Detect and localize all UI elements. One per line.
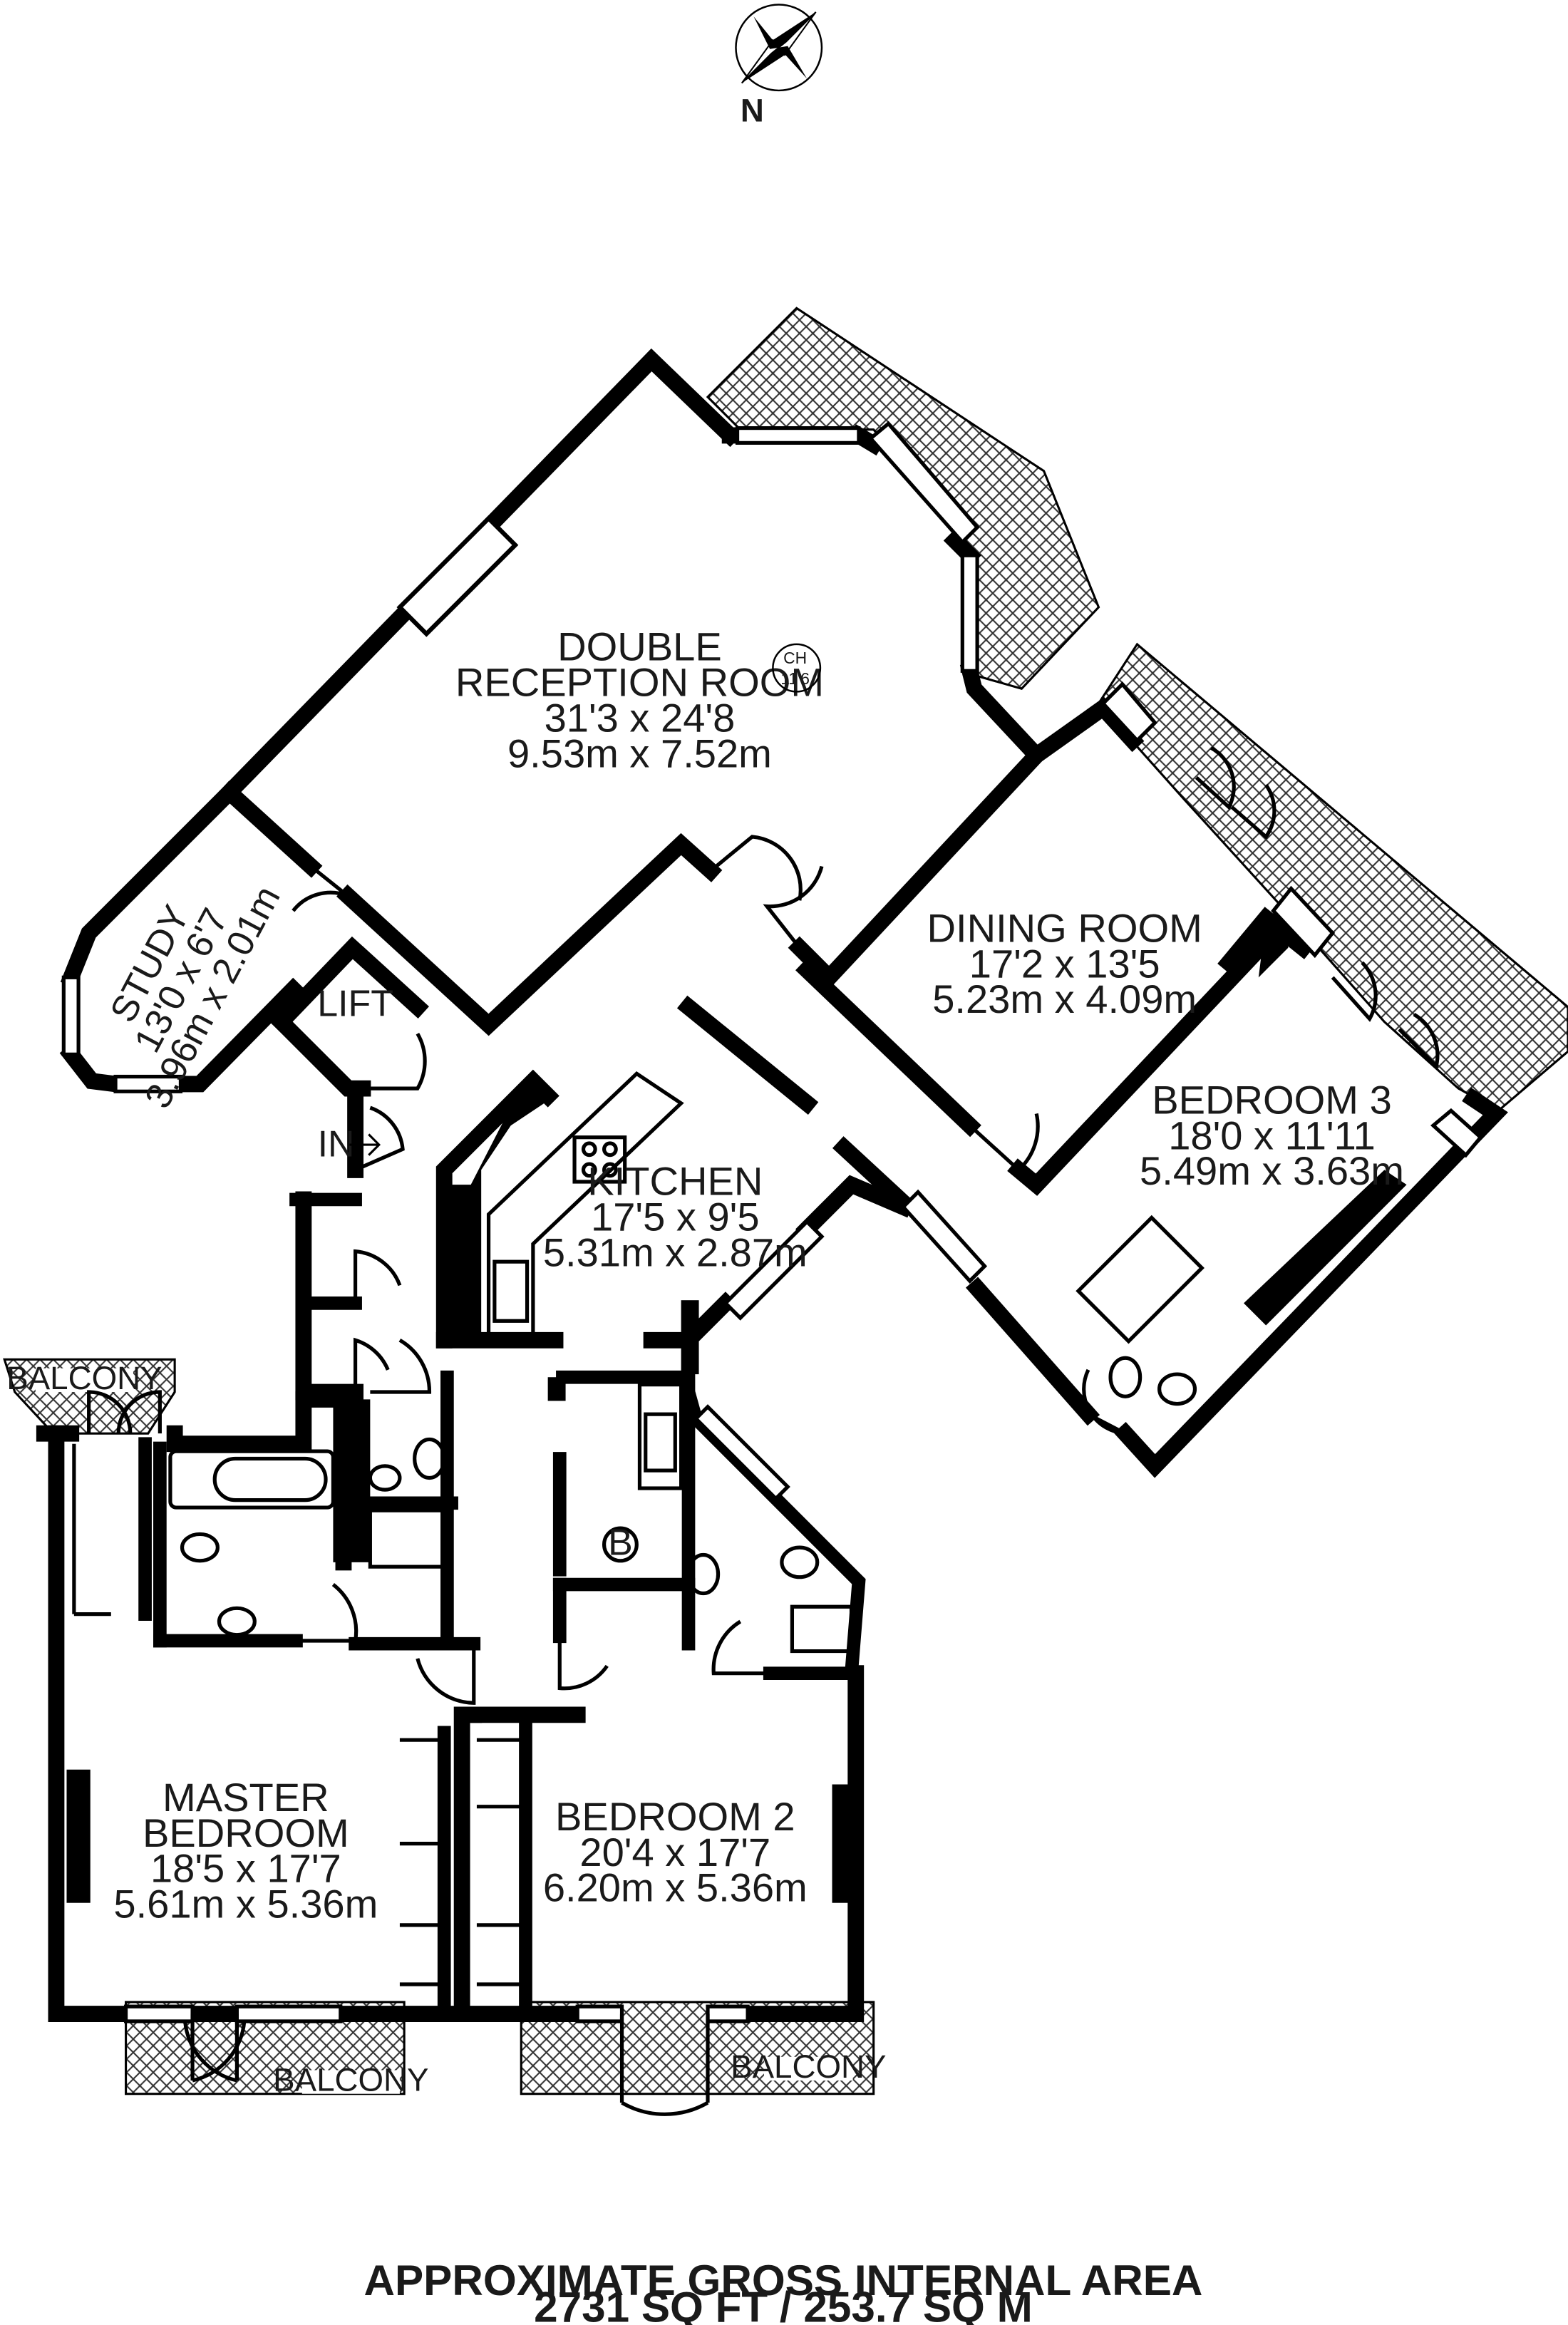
kitchen-size-imperial: 17'5 x 9'5 — [591, 1195, 760, 1239]
ceiling-height-badge: CH 11'6 — [772, 643, 822, 693]
reception-name-line2: RECEPTION ROOM — [455, 660, 824, 705]
bedroom3-size-metric: 5.49m x 3.63m — [1140, 1148, 1404, 1193]
terrace-reception — [706, 306, 1100, 690]
bedroom3-name: BEDROOM 3 — [1152, 1077, 1392, 1122]
fixtures — [72, 1071, 1205, 1986]
bedroom2-size-metric: 6.20m x 5.36m — [543, 1865, 808, 1910]
chimney-breasts — [66, 515, 1407, 1903]
reception-name-line1: DOUBLE — [557, 624, 722, 669]
balcony-label-bedroom2: BALCONY — [731, 2048, 886, 2085]
footer-area-title: APPROXIMATE GROSS INTERNAL AREA — [364, 2256, 1203, 2304]
entrance-label: IN — [318, 1124, 355, 1165]
boiler-label: B — [608, 1522, 633, 1564]
bedroom3-size-imperial: 18'0 x 11'11 — [1168, 1113, 1376, 1158]
entrance-arrow-icon — [349, 1133, 381, 1156]
kitchen-size-metric: 5.31m x 2.87m — [543, 1229, 808, 1274]
ceiling-height-label: CH — [783, 649, 807, 667]
ceiling-height-value: 11'6 — [780, 669, 810, 688]
north-label: N — [741, 93, 764, 129]
bedroom2-name: BEDROOM 2 — [555, 1794, 795, 1839]
study-label: STUDY 13'0 x 6'7 3.96m x 2.01m — [103, 880, 289, 1115]
master-name-line1: MASTER — [163, 1775, 329, 1820]
dining-size-metric: 5.23m x 4.09m — [932, 976, 1197, 1021]
dining-size-imperial: 17'2 x 13'5 — [969, 941, 1160, 986]
bedroom2-size-imperial: 20'4 x 17'7 — [579, 1830, 770, 1875]
compass-rose-icon — [735, 4, 823, 92]
footer-area-value: 2731 SQ FT / 253.7 SQ M — [534, 2283, 1033, 2325]
lift-label: LIFT — [317, 983, 393, 1024]
master-size-imperial: 18'5 x 17'7 — [150, 1846, 341, 1891]
reception-size-imperial: 31'3 x 24'8 — [545, 695, 736, 740]
reception-size-metric: 9.53m x 7.52m — [507, 731, 772, 775]
master-size-metric: 5.61m x 5.36m — [113, 1881, 378, 1926]
door-swings — [87, 746, 1440, 2116]
dining-name: DINING ROOM — [927, 905, 1202, 950]
master-name-line2: BEDROOM — [143, 1810, 349, 1855]
kitchen-name: KITCHEN — [587, 1159, 763, 1204]
balcony-label-master-bottom: BALCONY — [273, 2062, 428, 2098]
windows — [61, 421, 1484, 2024]
balcony-label-master-top: BALCONY — [6, 1360, 162, 1396]
